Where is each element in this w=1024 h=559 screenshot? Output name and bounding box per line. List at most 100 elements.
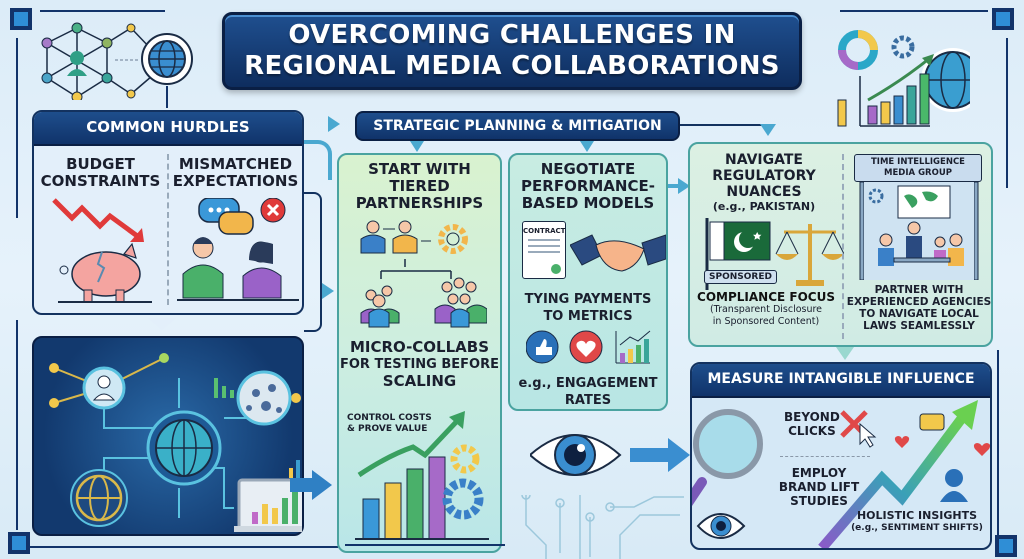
right-arrow-icon bbox=[322, 283, 334, 299]
frame-line bbox=[28, 546, 338, 548]
network-illustration-panel bbox=[32, 336, 324, 536]
hurdle-expectations-line2: EXPECTATIONS bbox=[172, 172, 299, 190]
sponsored-tag: SPONSORED bbox=[704, 270, 777, 284]
micro-collabs-2: FOR TESTING BEFORE bbox=[340, 357, 499, 372]
right-arrow-icon bbox=[328, 116, 340, 132]
performance-title-1: NEGOTIATE bbox=[540, 160, 636, 178]
hurdle-expectations-line1: MISMATCHED bbox=[178, 155, 293, 173]
partner-line-4: LAWS SEAMLESSLY bbox=[863, 320, 975, 332]
micro-collabs-3: SCALING bbox=[382, 372, 457, 390]
tiered-title-3: PARTNERSHIPS bbox=[355, 194, 484, 212]
sentiment-growth-arrow-icon bbox=[818, 400, 990, 548]
handshake-icon bbox=[570, 234, 666, 272]
partner-block: PARTNER WITH EXPERIENCED AGENCIES TO NAV… bbox=[846, 284, 992, 332]
connector-arrow bbox=[304, 140, 332, 180]
engagement-1: e.g., ENGAGEMENT bbox=[518, 376, 658, 391]
compliance-focus: COMPLIANCE FOCUS bbox=[697, 290, 835, 304]
magnifier-eye-icon bbox=[692, 409, 763, 539]
performance-title-2: PERFORMANCE- bbox=[521, 177, 655, 195]
connector-line bbox=[680, 124, 768, 126]
control-costs-line2: & PROVE VALUE bbox=[347, 424, 428, 434]
tying-payments-2: TO METRICS bbox=[543, 309, 633, 324]
divider bbox=[842, 154, 844, 339]
bar-chart-icon bbox=[615, 330, 651, 364]
tiered-title-2: TIERED bbox=[389, 177, 450, 195]
tying-payments-1: TYING PAYMENTS bbox=[524, 292, 652, 307]
frame-line bbox=[345, 544, 505, 546]
growth-chart-globe-icon bbox=[837, 30, 970, 127]
laptop-chart-icon bbox=[234, 478, 324, 532]
beyond-clicks: BEYOND CLICKS bbox=[784, 410, 840, 438]
tiered-title-1: START WITH bbox=[368, 160, 471, 178]
right-arrow-icon bbox=[678, 178, 690, 194]
network-people-icon bbox=[41, 22, 153, 100]
holistic-insights: HOLISTIC INSIGHTS (e.g., SENTIMENT SHIFT… bbox=[842, 509, 990, 534]
beyond-line-1: BEYOND bbox=[784, 410, 840, 424]
hurdle-budget-line1: BUDGET bbox=[66, 155, 135, 173]
measure-influence-panel: MEASURE INTANGIBLE INFLUENCE BEYOND CLIC… bbox=[690, 362, 992, 550]
agency-sign-line1: TIME INTELLIGENCE bbox=[870, 157, 965, 167]
globe-icon bbox=[141, 33, 193, 85]
frame-line bbox=[16, 320, 18, 530]
contract-label: CONTRACT bbox=[523, 227, 566, 235]
eye-arrow-icon bbox=[530, 434, 690, 476]
partner-line-1: PARTNER WITH bbox=[874, 284, 964, 296]
brand-lift: EMPLOY BRAND LIFT STUDIES bbox=[776, 466, 862, 508]
regulatory-title-2: REGULATORY bbox=[712, 168, 816, 184]
partnership-people-icon bbox=[360, 220, 487, 328]
arrow-shaft bbox=[290, 478, 314, 492]
frame-line bbox=[997, 350, 999, 535]
agency-sign: TIME INTELLIGENCE MEDIA GROUP bbox=[854, 154, 982, 182]
growth-bar-chart-gears-icon bbox=[355, 411, 489, 540]
corner-square-bottom-right bbox=[995, 535, 1017, 557]
corner-square-bottom-left bbox=[8, 532, 30, 554]
down-arrow-icon bbox=[836, 347, 854, 360]
title-line-1: OVERCOMING CHALLENGES IN bbox=[288, 20, 736, 50]
frame-line bbox=[1006, 38, 1008, 188]
employ-line-3: STUDIES bbox=[790, 494, 848, 508]
micro-collabs-1: MICRO-COLLABS bbox=[349, 338, 490, 356]
circuit-decoration bbox=[521, 495, 684, 559]
regulatory-nuances-card: NAVIGATE REGULATORY NUANCES (e.g., PAKIS… bbox=[688, 142, 993, 347]
compliance-sub-2: in Sponsored Content) bbox=[712, 316, 820, 327]
corner-square-top-left bbox=[10, 8, 32, 30]
frame-line bbox=[16, 38, 18, 218]
tiered-partnerships-card: START WITH TIERED PARTNERSHIPS MICRO-COL… bbox=[337, 153, 502, 553]
down-arrow-icon bbox=[760, 124, 776, 136]
engagement-icons bbox=[526, 330, 651, 364]
regulatory-title-1: NAVIGATE bbox=[725, 152, 803, 168]
down-arrow-icon bbox=[580, 141, 594, 152]
agency-sign-line2: MEDIA GROUP bbox=[884, 168, 952, 178]
performance-models-card: NEGOTIATE PERFORMANCE- BASED MODELS CONT… bbox=[508, 153, 668, 411]
divider bbox=[167, 154, 169, 305]
contract-document-icon: CONTRACT bbox=[522, 221, 566, 279]
conversation-conflict-icon bbox=[177, 198, 299, 301]
down-pointer bbox=[148, 318, 176, 330]
compliance-sub-1: (Transparent Disclosure bbox=[709, 304, 823, 315]
holistic-line-1: HOLISTIC INSIGHTS bbox=[856, 509, 978, 522]
engagement-2: RATES bbox=[564, 393, 612, 408]
connector-line bbox=[166, 86, 168, 108]
control-costs-line1: CONTROL COSTS bbox=[347, 413, 432, 423]
down-arrow-icon bbox=[410, 141, 424, 152]
strategic-planning-header: STRATEGIC PLANNING & MITIGATION bbox=[355, 111, 680, 141]
divider bbox=[780, 456, 870, 457]
employ-line-2: BRAND LIFT bbox=[778, 480, 860, 494]
beyond-line-2: CLICKS bbox=[788, 424, 836, 438]
broken-piggy-bank-icon bbox=[52, 198, 152, 303]
main-title-banner: OVERCOMING CHALLENGES IN REGIONAL MEDIA … bbox=[222, 12, 802, 90]
arrow-shaft bbox=[668, 184, 680, 188]
frame-line bbox=[40, 10, 165, 12]
hurdle-budget: BUDGET CONSTRAINTS bbox=[34, 146, 167, 313]
performance-title-3: BASED MODELS bbox=[521, 194, 655, 212]
partner-line-3: TO NAVIGATE LOCAL bbox=[859, 308, 979, 320]
measure-header: MEASURE INTANGIBLE INFLUENCE bbox=[692, 364, 990, 398]
right-arrow-icon bbox=[312, 470, 332, 500]
x-cursor-icon bbox=[840, 410, 877, 448]
hurdle-expectations: MISMATCHED EXPECTATIONS bbox=[169, 146, 302, 313]
employ-line-1: EMPLOY bbox=[791, 466, 847, 480]
common-hurdles-header: COMMON HURDLES bbox=[34, 112, 302, 146]
title-line-2: REGIONAL MEDIA COLLABORATIONS bbox=[244, 51, 780, 81]
frame-line bbox=[840, 10, 988, 12]
holistic-line-2: (e.g., SENTIMENT SHIFTS) bbox=[851, 523, 983, 533]
